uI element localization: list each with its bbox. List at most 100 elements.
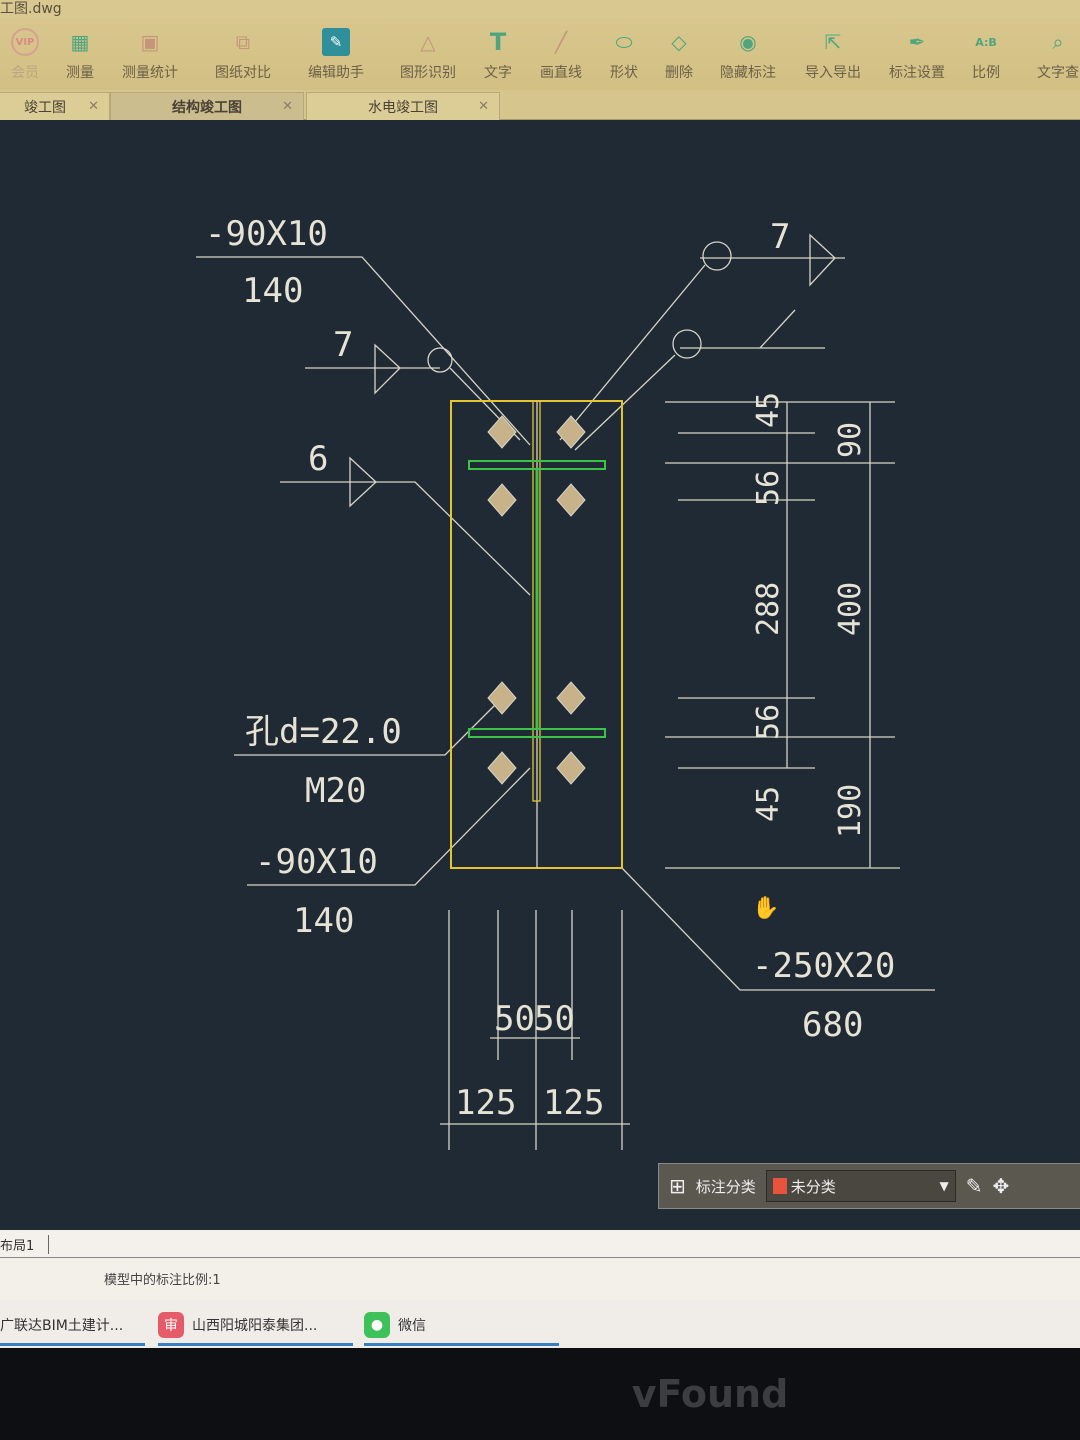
toolbar-label: 删除 xyxy=(665,65,693,81)
edit-assistant-icon: ✎ xyxy=(322,28,350,56)
dim-right-inner: 45 xyxy=(751,392,786,428)
stiffener-top xyxy=(468,460,606,470)
toolbar-hide-annotation[interactable]: ◉ 隐藏标注 xyxy=(713,28,783,82)
dim-right-inner: 45 xyxy=(751,786,786,822)
bolt xyxy=(556,751,586,785)
label-endplate-length: 680 xyxy=(802,1005,863,1045)
status-bar: 模型中的标注比例:1 xyxy=(0,1258,1080,1300)
monitor-brand-logo: vFound xyxy=(631,1372,789,1416)
label-top-plate: -90X10 xyxy=(205,214,328,254)
move-icon[interactable]: ✥ xyxy=(992,1174,1010,1198)
leader-bottom-plate xyxy=(247,767,531,886)
toolbar-delete[interactable]: ◇ 删除 xyxy=(644,28,714,82)
annotation-settings-icon: ✒ xyxy=(908,30,926,54)
import-export-icon: ⇱ xyxy=(824,30,842,54)
taskbar-item-glodon[interactable]: 广联达BIM土建计... xyxy=(0,1306,145,1346)
toolbar-measure-stats[interactable]: ▣ 测量统计 xyxy=(115,28,185,82)
toolbar-annotation-settings[interactable]: ✒标注设置 xyxy=(882,28,952,82)
toolbar-label: 测量统计 xyxy=(122,65,178,81)
toolbar-line[interactable]: ╱画直线 xyxy=(526,28,596,82)
layout-tab[interactable]: 布局1 xyxy=(0,1235,50,1254)
bolt xyxy=(487,415,517,449)
taskbar-item-wechat[interactable]: ● 微信 xyxy=(364,1306,559,1346)
grid-icon[interactable]: ⊞ xyxy=(669,1174,686,1198)
tab-structure-drawing[interactable]: 结构竣工图 ✕ xyxy=(110,92,304,120)
measure-stats-icon: ▣ xyxy=(140,30,160,54)
close-icon[interactable]: ✕ xyxy=(282,99,293,114)
shape-icon: ⬭ xyxy=(615,30,633,54)
wechat-icon: ● xyxy=(364,1311,390,1338)
label-weld-web: 6 xyxy=(308,439,328,479)
edit-icon[interactable]: ✎ xyxy=(965,1174,983,1198)
compare-icon: ⧉ xyxy=(235,30,251,54)
color-swatch xyxy=(772,1178,787,1194)
ruler-icon: ▦ xyxy=(70,30,90,54)
close-icon[interactable]: ✕ xyxy=(88,99,99,114)
stiffener-bottom xyxy=(468,728,606,738)
toolbar-import-export[interactable]: ⇱ 导入导出 xyxy=(798,28,868,82)
label-top-plate-length: 140 xyxy=(242,271,303,311)
tab-completion-drawing[interactable]: 竣工图 ✕ xyxy=(0,92,110,120)
dim-right-inner: 56 xyxy=(751,470,786,506)
toolbar-text[interactable]: T 文字 xyxy=(463,28,533,82)
hand-cursor-icon: ✋ xyxy=(752,895,779,921)
toolbar-text-search[interactable]: ⌕文字查 xyxy=(1023,28,1080,82)
bolt-group xyxy=(487,415,586,785)
chevron-down-icon: ▼ xyxy=(939,1179,949,1193)
leader-top-plate xyxy=(196,256,531,446)
label-bolt: M20 xyxy=(305,771,366,811)
toolbar-label: 编辑助手 xyxy=(308,65,364,81)
dimension-lines-bottom xyxy=(440,910,630,1150)
tab-label: 竣工图 xyxy=(24,99,66,116)
leader-endplate xyxy=(621,867,935,991)
toolbar-label: 导入导出 xyxy=(805,65,861,81)
bolt xyxy=(556,415,586,449)
toolbar-label: 会员 xyxy=(11,65,39,81)
label-weld-right: 7 xyxy=(770,217,790,257)
annotation-category-select[interactable]: 未分类 ▼ xyxy=(765,1170,956,1202)
shape-recognize-icon: △ xyxy=(420,30,436,54)
toolbar-edit-assistant[interactable]: ✎ 编辑助手 xyxy=(301,28,371,82)
toolbar-label: 文字查 xyxy=(1037,65,1079,81)
taskbar-label: 微信 xyxy=(398,1317,426,1334)
text-icon: T xyxy=(489,28,507,56)
taskbar-label: 广联达BIM土建计... xyxy=(0,1317,124,1334)
leader-hole xyxy=(234,699,501,756)
bolt xyxy=(556,483,586,517)
label-weld-left: 7 xyxy=(333,325,353,365)
annotation-category-label: 标注分类 xyxy=(695,1177,756,1196)
drawing-canvas[interactable]: -90X10 140 7 7 6 孔d=22.0 M20 -90X10 140 … xyxy=(0,120,1080,1230)
dim-bottom-inner: 50 xyxy=(534,999,575,1039)
monitor-bezel xyxy=(0,1348,1080,1440)
toolbar-shape[interactable]: ⬭形状 xyxy=(589,28,659,82)
beam-web xyxy=(532,400,541,802)
toolbar-label: 图纸对比 xyxy=(215,65,271,81)
selected-category: 未分类 xyxy=(790,1177,836,1196)
toolbar-label: 图形识别 xyxy=(400,65,456,81)
toolbar-label: 画直线 xyxy=(540,65,582,81)
bolt xyxy=(487,751,517,785)
toolbar-shape-recognize[interactable]: △ 图形识别 xyxy=(393,28,463,82)
layout-tabs: 布局1 xyxy=(0,1230,1080,1258)
toolbar-measure[interactable]: ▦ 测量 xyxy=(45,28,115,82)
dim-right-outer: 190 xyxy=(833,784,868,838)
dim-bottom-inner: 50 xyxy=(494,999,535,1039)
dim-bottom-outer: 125 xyxy=(455,1083,516,1123)
toolbar-label: 测量 xyxy=(66,65,94,81)
dim-bottom-outer: 125 xyxy=(543,1083,604,1123)
hide-eye-icon: ◉ xyxy=(739,30,757,54)
taskbar-item-approval[interactable]: 审山西阳城阳泰集团... xyxy=(158,1306,353,1346)
tab-mep-drawing[interactable]: 水电竣工图✕ xyxy=(306,92,500,120)
close-icon[interactable]: ✕ xyxy=(478,99,489,114)
eraser-icon: ◇ xyxy=(671,30,687,54)
dimension-lines-right xyxy=(665,401,900,869)
toolbar-compare[interactable]: ⧉ 图纸对比 xyxy=(208,28,278,82)
toolbar-label: 文字 xyxy=(484,65,512,81)
tab-label: 结构竣工图 xyxy=(172,99,242,116)
bolt xyxy=(487,681,517,715)
dim-right-inner: 56 xyxy=(751,704,786,740)
toolbar-label: 隐藏标注 xyxy=(720,65,776,81)
label-hole: 孔d=22.0 xyxy=(245,712,402,752)
